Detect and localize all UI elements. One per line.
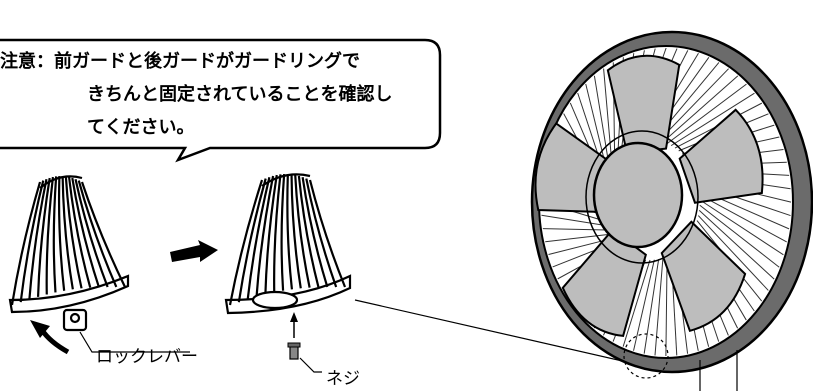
screw-leader-line	[299, 357, 322, 373]
guard-spoke	[633, 259, 655, 351]
detail-circle	[623, 333, 669, 379]
fan-blade	[561, 228, 647, 337]
fan-hub	[592, 141, 684, 249]
screw	[287, 312, 301, 360]
guard-spoke	[698, 210, 775, 280]
guard-spoke	[666, 83, 747, 145]
guard-spoke	[699, 199, 784, 256]
guard-spoke	[699, 194, 787, 243]
fan-front-view	[530, 30, 813, 391]
guard-spoke	[545, 233, 610, 243]
guard-spoke	[541, 214, 605, 226]
screw-label: ネジ	[326, 369, 360, 389]
guard-spoke	[622, 259, 651, 347]
guard-spoke	[662, 75, 739, 143]
guard-spoke	[699, 204, 780, 268]
caution-line-3: てください。	[87, 117, 194, 138]
lock-lever-label: ロックレバー	[96, 347, 198, 367]
guard-spoke	[643, 259, 660, 354]
guard-spoke	[585, 83, 608, 171]
guard-spoke	[593, 75, 610, 166]
caution-line-1: 注意：前ガードと後ガードがガードリングで	[0, 50, 360, 72]
lock-lever	[62, 308, 88, 332]
rotation-arrow	[30, 320, 70, 355]
connector-line	[354, 299, 641, 366]
guard-spoke	[603, 68, 613, 162]
move-arrow	[170, 240, 218, 262]
fan-blade	[606, 54, 681, 154]
guard-spoke	[697, 215, 769, 291]
rear-guard-left	[8, 175, 130, 332]
rear-guard-right	[224, 173, 352, 315]
fan-blade	[678, 108, 764, 204]
lock-lever-leader-line	[79, 331, 190, 353]
caution-callout: 注意：前ガードと後ガードがガードリングで きちんと固定されていることを確認し て…	[0, 38, 442, 163]
guard-spoke	[542, 228, 607, 231]
guard-spoke	[665, 256, 668, 357]
caution-line-2: きちんと固定されていることを確認し	[87, 83, 392, 105]
guard-spoke	[658, 68, 729, 142]
guard-spoke	[670, 92, 755, 147]
fan-blade	[660, 220, 747, 333]
guard-spoke	[654, 257, 664, 356]
